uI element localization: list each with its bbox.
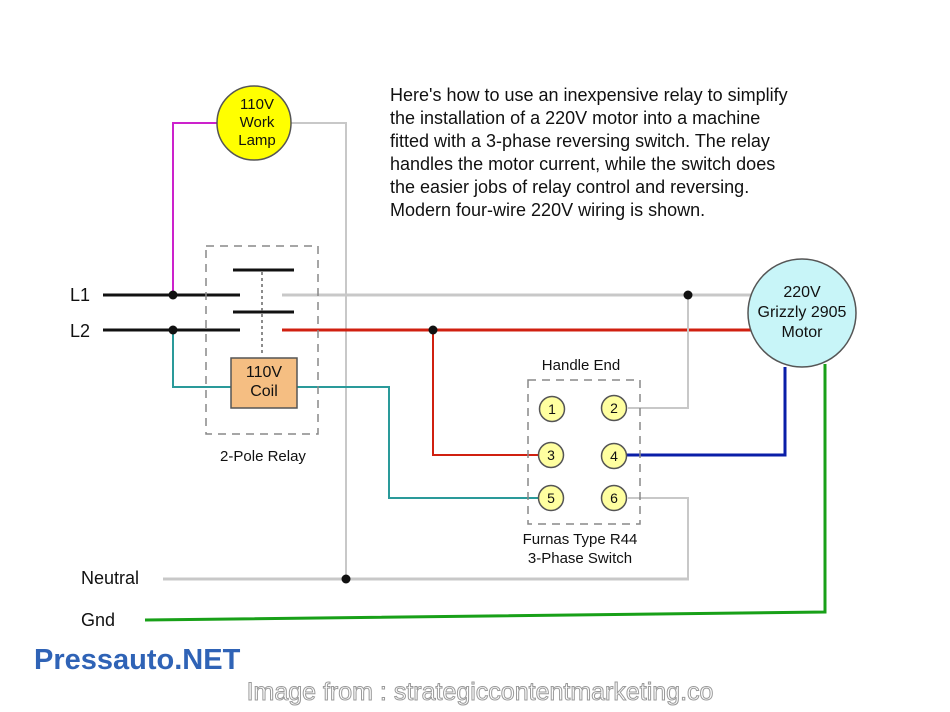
description-line-4: handles the motor current, while the swi… xyxy=(390,154,775,174)
l2-switch-wire xyxy=(432,330,538,456)
lamp-label-2: Work xyxy=(240,114,275,131)
work-lamp xyxy=(216,85,292,161)
l1-label: L1 xyxy=(70,285,90,305)
terminal-5 xyxy=(537,484,565,512)
switch-footer-2: 3-Phase Switch xyxy=(528,550,632,567)
source-watermark: Image from : strategiccontentmarketing.c… xyxy=(247,678,714,706)
terminal-2 xyxy=(600,394,628,422)
terminal-3-label: 3 xyxy=(547,447,555,463)
ground-wire xyxy=(144,364,827,622)
switch-footer-1: Furnas Type R44 xyxy=(523,531,638,548)
motor-label-3: Motor xyxy=(782,324,824,341)
terminal-1 xyxy=(538,395,566,423)
description-line-1: Here's how to use an inexpensive relay t… xyxy=(390,85,788,105)
description-line-5: the easier jobs of relay control and rev… xyxy=(390,177,749,197)
junction-dot xyxy=(428,325,438,335)
switch-header: Handle End xyxy=(542,357,620,374)
gnd-label: Gnd xyxy=(81,610,115,630)
description-line-2: the installation of a 220V motor into a … xyxy=(390,108,760,128)
motor-label-2: Grizzly 2905 xyxy=(758,304,847,321)
l1-switch-wire xyxy=(628,295,689,409)
brand-logo: Pressauto.NET xyxy=(34,644,241,676)
description-line-6: Modern four-wire 220V wiring is shown. xyxy=(390,200,705,220)
motor-reverse-wire xyxy=(626,367,787,457)
terminal-4-label: 4 xyxy=(610,448,618,464)
junction-dot xyxy=(341,574,351,584)
lamp-label-1: 110V xyxy=(240,96,274,113)
motor-label-1: 220V xyxy=(783,284,821,301)
relay-label: 2-Pole Relay xyxy=(220,448,306,465)
relay-box xyxy=(205,245,319,435)
terminal-6 xyxy=(600,484,628,512)
description-line-3: fitted with a 3-phase reversing switch. … xyxy=(390,131,770,151)
terminal-3 xyxy=(537,441,565,469)
terminal-5-label: 5 xyxy=(547,490,555,506)
neutral-label: Neutral xyxy=(81,568,139,588)
lamp-label-3: Lamp xyxy=(238,132,276,149)
junction-dot xyxy=(168,325,178,335)
switch-neutral-wire xyxy=(628,497,689,579)
coil-label-2: Coil xyxy=(250,383,278,400)
junction-dot xyxy=(168,290,178,300)
terminal-4 xyxy=(600,442,628,470)
coil-l2-wire xyxy=(172,330,232,388)
terminal-2-label: 2 xyxy=(610,400,618,416)
l2-label: L2 xyxy=(70,321,90,341)
terminal-1-label: 1 xyxy=(548,401,556,417)
lamp-neutral-wire xyxy=(290,122,347,579)
coil-label-1: 110V xyxy=(246,364,283,381)
coil-switch-wire xyxy=(297,386,538,499)
junction-dot xyxy=(683,290,693,300)
motor xyxy=(747,258,857,368)
relay-coil xyxy=(230,357,298,409)
switch-box xyxy=(527,379,641,525)
terminal-6-label: 6 xyxy=(610,490,618,506)
lamp-hot-wire xyxy=(172,122,218,295)
